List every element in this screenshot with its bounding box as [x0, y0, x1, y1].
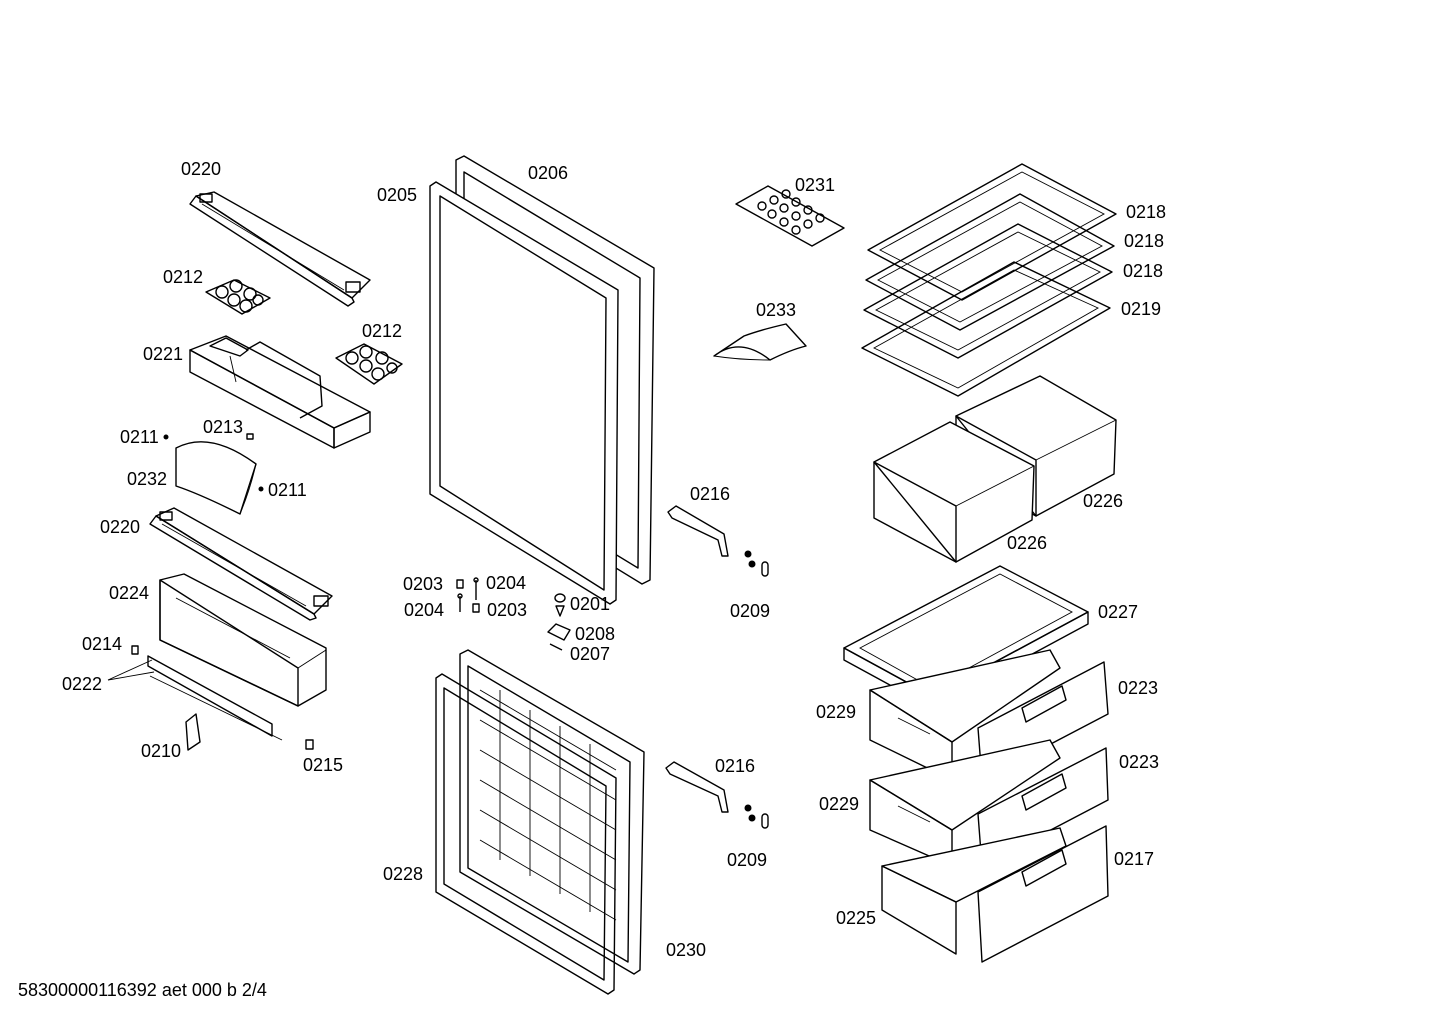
part-label: 0226	[1083, 491, 1123, 511]
part-label: 0224	[109, 583, 149, 603]
part-label: 0204	[404, 600, 444, 620]
part-label: 0220	[181, 159, 221, 179]
part-label: 0209	[730, 601, 770, 621]
part-label: 0223	[1119, 752, 1159, 772]
part-label: 0212	[163, 267, 203, 287]
part-label: 0218	[1126, 202, 1166, 222]
part-label: 0203	[487, 600, 527, 620]
part-label: 0201	[570, 594, 610, 614]
part-drawing-freezer-tray	[843, 565, 1089, 709]
part-label: 0222	[62, 674, 102, 694]
part-label: 0218	[1124, 231, 1164, 251]
part-label: 0230	[666, 940, 706, 960]
part-drawing-freezer-door	[459, 649, 645, 975]
part-label: 0228	[383, 864, 423, 884]
part-drawing-small-parts-left	[107, 645, 314, 751]
part-label: 0227	[1098, 602, 1138, 622]
part-label: 0203	[403, 574, 443, 594]
part-label: 0231	[795, 175, 835, 195]
part-label: 0217	[1114, 849, 1154, 869]
part-drawing-door-shelf-bottom	[149, 507, 333, 621]
part-label: 0207	[570, 644, 610, 664]
part-drawing-crisper-drawers	[873, 375, 1117, 563]
part-label: 0211	[120, 427, 159, 447]
part-label: 0211	[268, 480, 307, 500]
part-drawing-door-rack	[189, 335, 371, 449]
part-label: 0216	[690, 484, 730, 504]
part-drawing-egg-tray-a	[205, 279, 271, 315]
part-label: 0208	[575, 624, 615, 644]
part-label: 0214	[82, 634, 122, 654]
part-drawing-flap	[163, 433, 264, 515]
part-drawing-egg-tray-b	[335, 343, 403, 385]
part-label: 0229	[816, 702, 856, 722]
part-label: 0204	[486, 573, 526, 593]
part-label: 0225	[836, 908, 876, 928]
part-label: 0206	[528, 163, 568, 183]
part-label: 0232	[127, 469, 167, 489]
part-drawing-door-shelf-top	[189, 191, 371, 307]
part-label: 0210	[141, 741, 181, 761]
part-drawing-bottle-shelf	[159, 573, 327, 707]
part-drawing-ice-tray	[735, 185, 845, 247]
part-drawing-handle-lower	[665, 761, 769, 829]
part-label: 0219	[1121, 299, 1161, 319]
part-label: 0221	[143, 344, 183, 364]
part-label: 0220	[100, 517, 140, 537]
part-drawing-hinge-hardware	[456, 577, 571, 651]
part-labels: 0220 0212 0221 0212 0211 0213 0232 0211 …	[62, 159, 1166, 960]
part-label: 0216	[715, 756, 755, 776]
part-label: 0218	[1123, 261, 1163, 281]
part-label: 0223	[1118, 678, 1158, 698]
part-drawing-glass-shelves	[861, 163, 1117, 397]
part-label: 0205	[377, 185, 417, 205]
part-label: 0209	[727, 850, 767, 870]
part-drawing-freezer-door-seal	[435, 673, 617, 995]
part-label: 0212	[362, 321, 402, 341]
part-label: 0215	[303, 755, 343, 775]
part-drawing-bottle-holder	[713, 323, 807, 361]
part-label: 0229	[819, 794, 859, 814]
part-label: 0213	[203, 417, 243, 437]
part-label: 0233	[756, 300, 796, 320]
document-code: 58300000116392 aet 000 b 2/4	[18, 980, 267, 1000]
part-drawing-handle-upper	[667, 505, 769, 577]
part-label: 0226	[1007, 533, 1047, 553]
part-drawing-fridge-door-seal	[429, 181, 619, 605]
part-drawing-freezer-drawer-3	[881, 825, 1109, 963]
